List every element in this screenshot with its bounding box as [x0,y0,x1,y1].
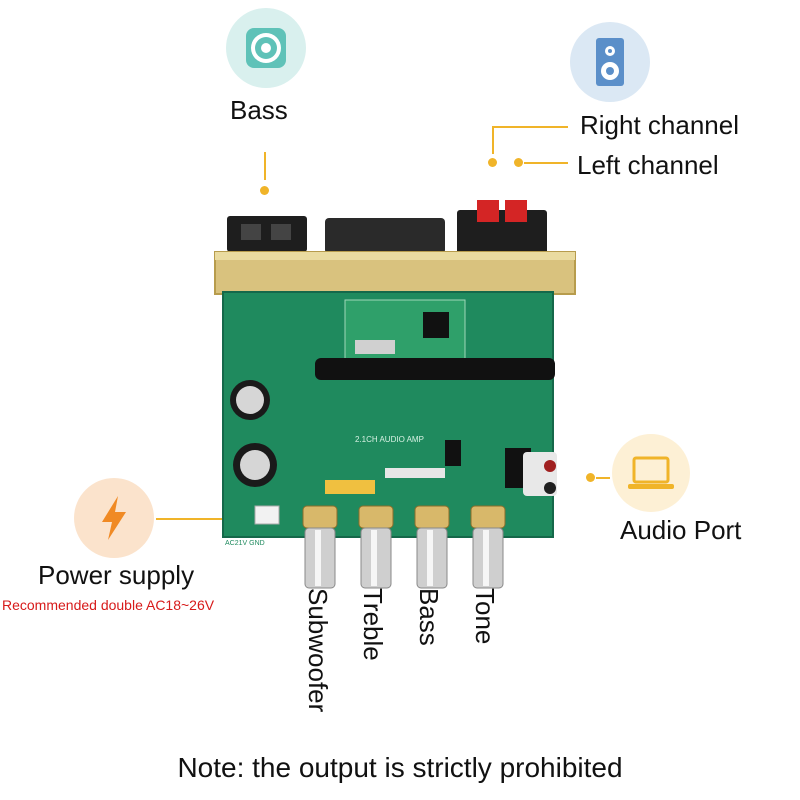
tone-label: Tone [470,588,500,645]
bass-knob [414,505,450,589]
prohibition-note: Note: the output is strictly prohibited [177,752,623,783]
subwoofer-knob [302,505,338,589]
power-connector [254,505,280,525]
treble-label: Treble [358,588,388,661]
fan-block [325,218,445,254]
right-channel-leader-h [492,126,568,128]
bass-knob-label: Bass [414,588,444,646]
right-channel-label: Right channel [580,110,739,140]
audio-port-leader-h [596,477,610,479]
audio-port-leader-dot [586,473,595,482]
amplifier-board: 2.1CH AUDIO AMP AC21V GND [214,200,576,589]
right-channel-leader-dot [488,158,497,167]
speaker-cabinet-icon [596,38,624,86]
audio-port-label: Audio Port [620,515,742,545]
channel-speaker-terminal [457,210,547,254]
right-channel-leader-v [492,126,494,154]
left-channel-leader-dot [514,158,523,167]
bass-speaker-terminal [227,216,307,252]
lightning-bolt-icon [102,496,126,540]
recommended-voltage-label: Recommended double AC18~26V [2,597,215,613]
treble-knob [358,505,394,589]
subwoofer-label: Subwoofer [303,588,333,713]
bass-leader-dot [260,186,269,195]
bass-leader-line [264,152,266,180]
tone-knob [470,505,506,589]
channel-icon-circle [570,22,650,102]
power-icon-circle [74,478,154,558]
board-silkscreen: 2.1CH AUDIO AMP [355,435,424,444]
laptop-icon [628,456,674,489]
power-supply-label: Power supply [38,560,195,590]
left-channel-label: Left channel [577,150,719,180]
audio-port-icon-circle [612,434,690,512]
left-channel-leader-h [524,162,568,164]
bass-icon-circle [226,8,306,88]
board-power-pins: AC21V GND [225,540,265,547]
speaker-woofer-icon [246,28,286,68]
power-leader-h [156,518,224,520]
bass-top-label: Bass [230,95,288,125]
